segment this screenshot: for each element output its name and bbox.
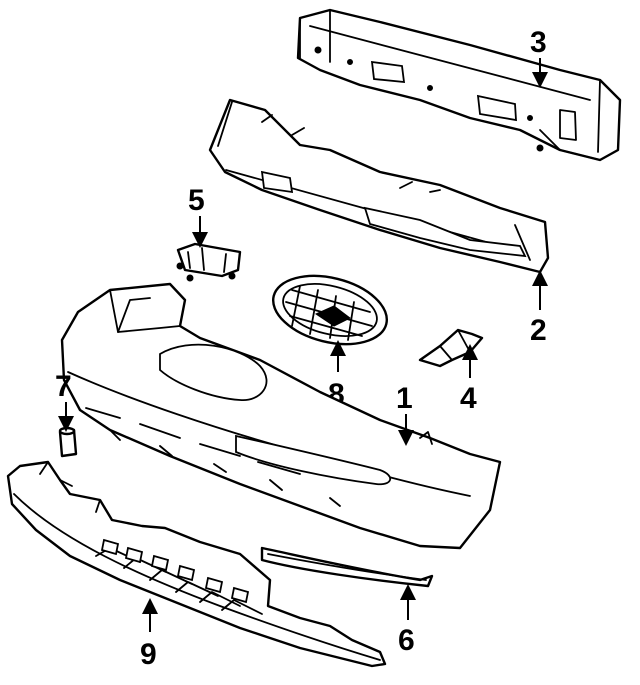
part-8-grille[interactable]	[266, 265, 394, 355]
part-2-absorber[interactable]	[208, 98, 550, 274]
part-4-bracket[interactable]	[418, 328, 484, 368]
part-5-bracket[interactable]	[176, 242, 242, 282]
part-6-lower-strip[interactable]	[260, 546, 434, 588]
callout-9: 9	[140, 638, 157, 671]
part-7-plug[interactable]	[58, 426, 78, 458]
callout-5: 5	[188, 184, 205, 217]
callout-4: 4	[460, 382, 477, 415]
callout-2: 2	[530, 314, 547, 347]
callout-7: 7	[55, 370, 72, 403]
callout-1: 1	[396, 382, 413, 415]
callout-3: 3	[530, 26, 547, 59]
part-1-bumper-cover[interactable]	[60, 282, 502, 550]
part-9-deflector[interactable]	[6, 460, 387, 668]
part-3-reinforcement[interactable]	[296, 8, 622, 162]
callout-6: 6	[398, 624, 415, 657]
